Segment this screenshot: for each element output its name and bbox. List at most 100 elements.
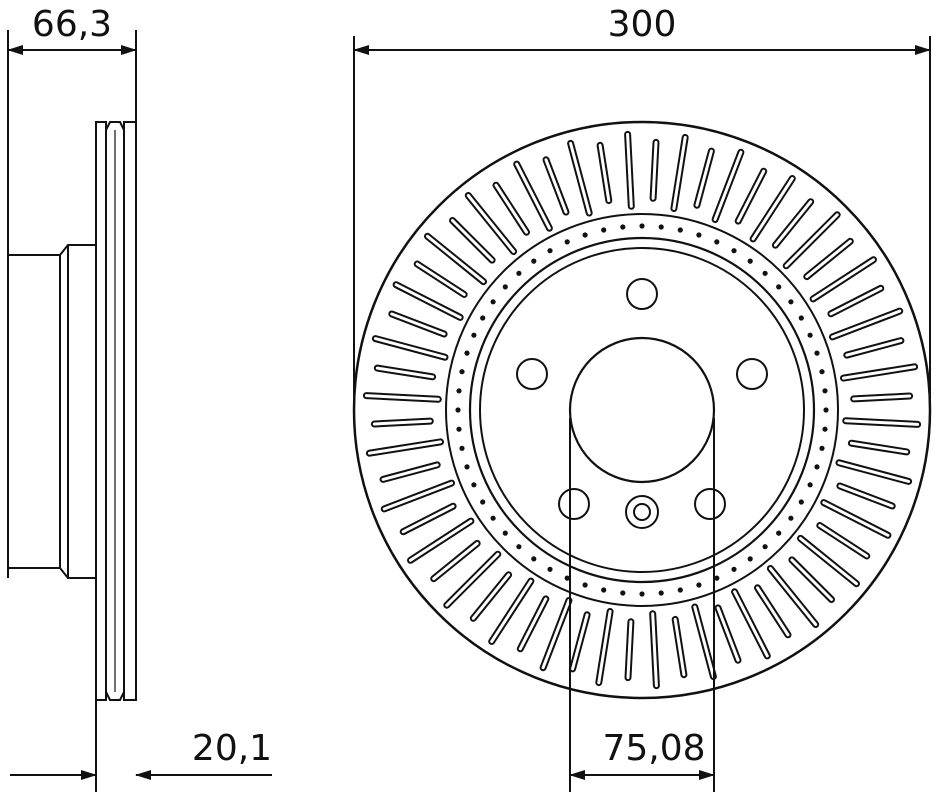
vent-dot [788,515,794,521]
vent-dot [620,224,626,230]
vent-slot-inner [597,610,612,685]
bolt-hole-right [736,358,768,390]
vent-dot [601,227,607,233]
vent-dot [480,315,486,321]
vent-slot-inner [672,135,687,210]
vent-slot-inner [372,419,432,426]
vent-slot-inner [852,394,912,401]
dim-hub-height: 66,3 [7,4,137,55]
dim-center-bore-label: 75,08 [602,728,705,769]
vent-slot-inner [842,365,917,380]
vent-slot-inner [811,258,875,301]
vent-dot [807,332,813,338]
vent-dot [531,556,537,562]
vent-dot [531,258,537,264]
vent-dot [822,388,828,394]
vent-dot [480,499,486,505]
vent-dot [516,544,522,550]
vent-inner-ring [445,213,839,607]
vent-dot [822,426,828,432]
locating-hole-inner [633,503,651,521]
vent-slot-inner [541,599,571,670]
vent-dot [819,445,825,451]
vent-slot-inner [515,162,551,230]
vent-dot [582,582,588,588]
vent-dot [714,239,720,245]
center-bore [568,336,716,484]
dim-outer-diameter: 300 [353,4,931,410]
vent-dot [502,284,508,290]
vent-dot [677,587,683,593]
vent-slot-inner [518,597,548,651]
vent-slot-inner [736,169,766,223]
vent-dot [459,445,465,451]
vent-dot [731,566,737,572]
vent-dot [807,482,813,488]
disc-inner-plate [123,121,137,701]
vent-slot-inner [733,590,769,658]
vent-slot-inner [415,262,466,296]
vent-slot-inner [626,620,633,680]
vent-dot [456,388,462,394]
vent-dot [714,575,720,581]
vent-dot [564,575,570,581]
hub-profile [7,244,97,579]
vent-dot [658,224,664,230]
vent-slot-inner [494,183,528,234]
dim-thickness: 20,1 [10,728,272,780]
vent-slot-inner [569,141,591,215]
vent-slot-inner [381,463,439,481]
vent-slot-inner [716,606,740,662]
vent-slot-inner [829,286,883,316]
bolt-hole-top [626,278,658,310]
vent-dot [677,227,683,233]
bolt-hole-lower-right [694,488,726,520]
vent-slot-inner [451,219,494,262]
vent-dot [798,315,804,321]
vent-slot-inner [598,143,611,203]
vent-slot-inner [768,567,818,626]
vent-dot [601,587,607,593]
vent-dot [547,566,553,572]
vent-slot-inner [401,504,455,534]
vent-dot [747,556,753,562]
vent-slot-inner [367,440,442,455]
vent-slot-inner [432,541,479,581]
vent-slot-inner [845,339,903,357]
vent-slot-inner [626,132,633,208]
vent-slot-inner [822,501,890,537]
vent-slot-inner [790,558,833,601]
vent-slots [362,130,922,690]
vent-slot-inner [695,149,713,207]
vent-dot [564,239,570,245]
vent-slot-inner [849,441,909,454]
hat-outer-ring [468,236,816,584]
vent-slot-inner [471,573,511,620]
vent-slot-inner [844,419,920,426]
dim-outer-diameter-label: 300 [608,4,677,45]
vent-dot [823,407,829,413]
vent-dot [814,464,820,470]
vent-dot [731,248,737,254]
vent-dot [464,464,470,470]
vent-slot-inner [837,461,911,483]
bolt-hole-lower-left [558,488,590,520]
disc-vent-gap [105,121,125,701]
vent-slot-inner [751,177,794,241]
vent-slot-inner [799,536,858,586]
vent-slot-inner [382,481,453,511]
hat-inner-ring [479,247,805,573]
vent-dot [798,499,804,505]
vent-dot [776,530,782,536]
disc-outer-plate [95,121,107,701]
vent-dot [696,582,702,588]
vent-slot-inner [571,613,589,671]
vent-dot [747,258,753,264]
vent-dot [516,270,522,276]
vent-dot [547,248,553,254]
vent-dot [776,284,782,290]
vent-slot-inner [713,150,743,221]
vent-dot [490,299,496,305]
bolt-hole-left [516,358,548,390]
